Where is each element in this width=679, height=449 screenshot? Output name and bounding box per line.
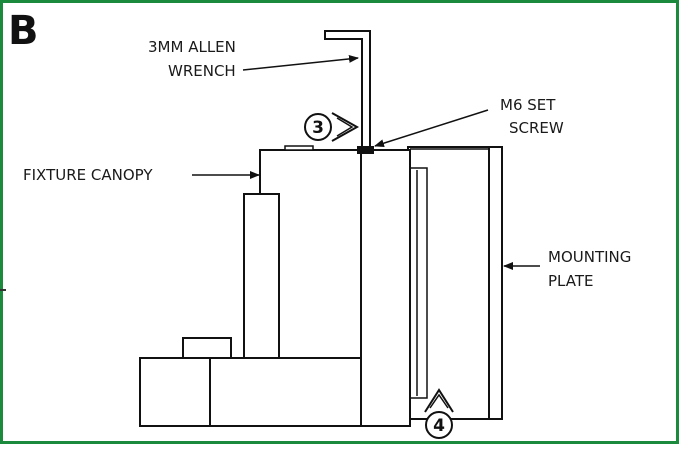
step-4-badge: 4 [424, 388, 454, 439]
allen-wrench-label-line1: 3MM ALLEN [148, 38, 236, 56]
fixture-canopy-label: FIXTURE CANOPY [23, 166, 153, 184]
set-screw-label-line1: M6 SET [500, 96, 556, 114]
panel-letter: B [8, 8, 39, 54]
canopy-top-tab [284, 145, 314, 151]
fixture-base-cap [182, 337, 232, 359]
fixture-base-left [139, 357, 211, 427]
allen-wrench-leader-arrow [242, 54, 359, 71]
allen-wrench-label-line2: WRENCH [168, 62, 236, 80]
set-screw-icon [357, 146, 374, 154]
set-screw-leader-arrow [374, 109, 489, 148]
fixture-neck [243, 193, 280, 359]
mounting-plate-label-line1: MOUNTING [548, 248, 631, 266]
fixture-base-right [209, 357, 362, 427]
set-screw-label-line2: SCREW [509, 119, 564, 137]
mounting-plate-label-line2: PLATE [548, 272, 593, 290]
step-3-badge: 3 [304, 112, 360, 142]
mounting-bracket-rail [408, 167, 428, 399]
step-4-number: 4 [433, 416, 445, 436]
step-3-number: 3 [312, 118, 324, 138]
